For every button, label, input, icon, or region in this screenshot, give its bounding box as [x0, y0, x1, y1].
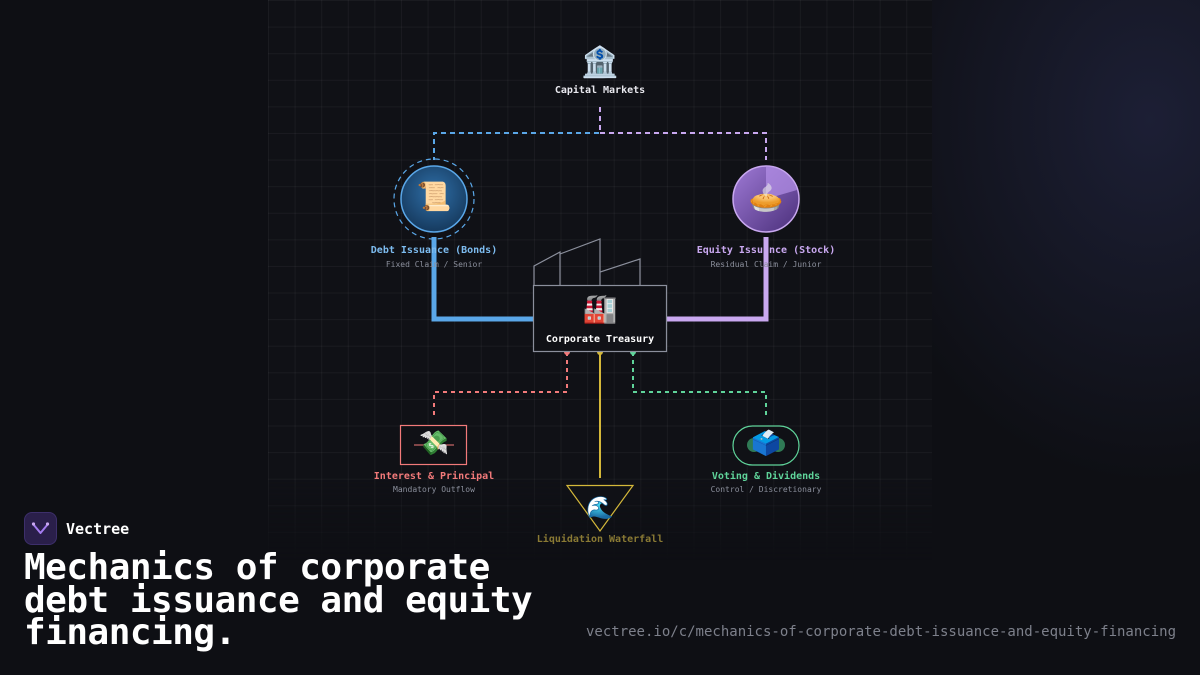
liquidation-triangle — [565, 484, 635, 533]
liquidation-waterfall-node[interactable]: 🌊 Liquidation Waterfall — [537, 484, 663, 546]
bank-icon: 🏦 — [581, 44, 618, 80]
connector-to-interest — [433, 352, 568, 416]
debt-issuance-sub: Fixed Claim / Senior — [386, 260, 483, 269]
equity-pie-slice — [766, 166, 797, 199]
voting-label: Voting & Dividends — [712, 470, 820, 482]
page-headline: Mechanics of corporate debt issuance and… — [24, 547, 533, 653]
corporate-treasury-node[interactable]: 🏭 Corporate Treasury — [532, 238, 668, 353]
liquidation-label: Liquidation Waterfall — [537, 533, 663, 545]
treasury-box — [532, 284, 668, 353]
brand-name: Vectree — [66, 519, 130, 538]
debt-node-circle — [400, 165, 468, 233]
connector-to-voting — [632, 352, 767, 416]
wave-icon: 🌊 — [586, 495, 613, 521]
source-url[interactable]: vectree.io/c/mechanics-of-corporate-debt… — [585, 624, 1176, 640]
capital-markets-connectors — [433, 107, 767, 160]
voting-dot-left — [747, 438, 761, 452]
brand[interactable]: Vectree — [24, 512, 129, 545]
voting-dot-right — [771, 438, 785, 452]
factory-roof-outline — [533, 238, 641, 286]
debt-node-ring — [393, 158, 475, 240]
ballot-box-icon: 🗳️ — [751, 429, 781, 457]
voting-sub: Control / Discretionary — [711, 485, 822, 494]
interest-label: Interest & Principal — [374, 470, 494, 482]
debt-issuance-label: Debt Issuance (Bonds) — [371, 245, 497, 256]
debt-issuance-node[interactable]: 📜 Debt Issuance (Bonds) Fixed Claim / Se… — [371, 158, 497, 269]
scroll-icon: 📜 — [417, 180, 452, 213]
equity-issuance-node[interactable]: 🥧 Equity Issuance (Stock) Residual Claim… — [697, 165, 835, 269]
equity-capital-flow — [666, 237, 769, 322]
connector-to-debt — [433, 107, 601, 160]
factory-icon: 🏭 — [583, 292, 618, 325]
capital-markets-label: Capital Markets — [555, 84, 645, 96]
connector-to-equity — [600, 132, 767, 160]
voting-pill — [732, 425, 800, 466]
equity-issuance-sub: Residual Claim / Junior — [711, 260, 822, 269]
pie-icon: 🥧 — [749, 181, 784, 214]
interest-sub: Mandatory Outflow — [393, 485, 475, 494]
voting-dividends-node[interactable]: 🗳️ Voting & Dividends Control / Discreti… — [711, 425, 822, 494]
debt-capital-flow — [431, 237, 534, 322]
treasury-label: Corporate Treasury — [546, 334, 654, 345]
vectree-logo-icon — [24, 512, 57, 545]
interest-principal-node[interactable]: 💸 Interest & Principal Mandatory Outflow — [374, 424, 494, 495]
capital-markets-node[interactable]: 🏦 Capital Markets — [555, 44, 645, 96]
equity-issuance-label: Equity Issuance (Stock) — [697, 244, 835, 256]
money-wings-icon: 💸 — [419, 429, 449, 457]
